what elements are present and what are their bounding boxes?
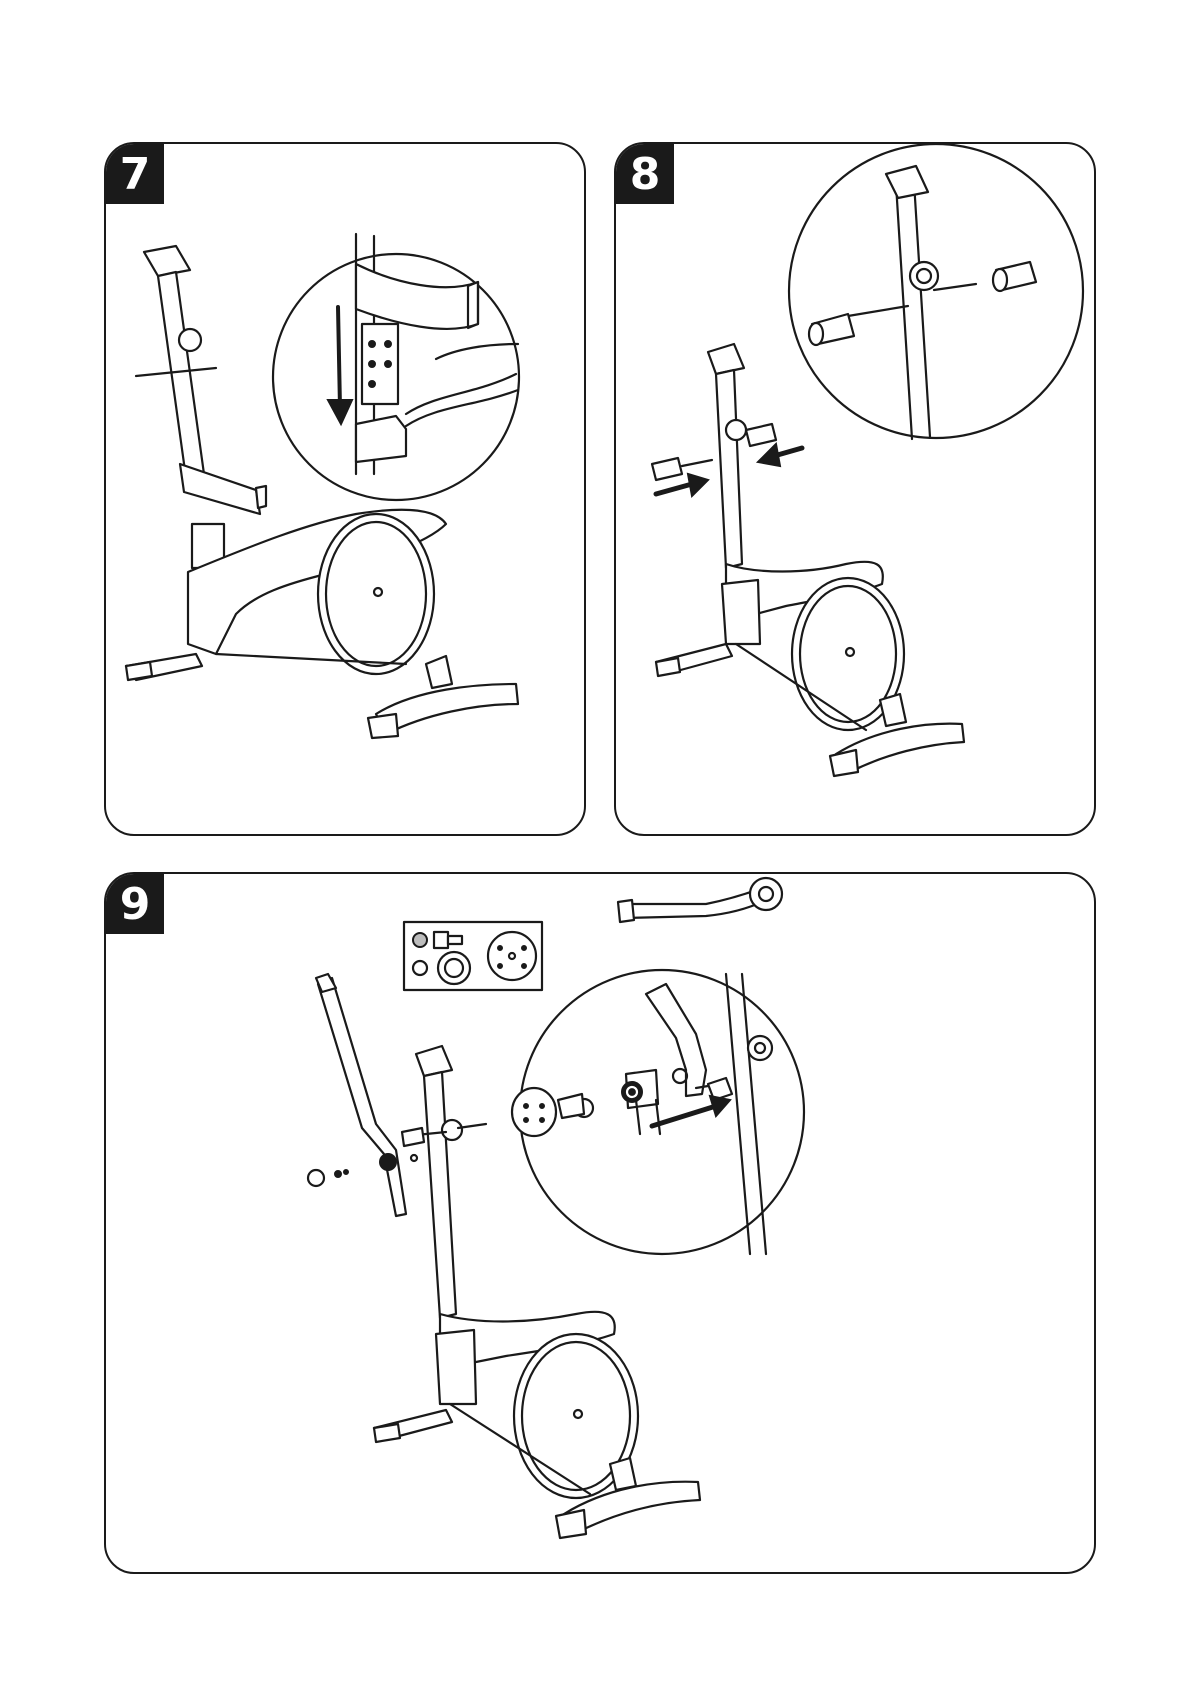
step-8-illustration [616,144,1094,834]
handlebar-part [308,974,417,1216]
step-7-illustration [106,144,584,834]
step-9-panel: 9 [104,872,1096,1574]
step-7-detail-circle [273,234,519,500]
step-9-detail-circle [512,970,804,1254]
hardware-box [404,922,542,990]
step-9-illustration [106,874,1094,1572]
pedal-arm [618,878,782,922]
step-7-panel: 7 [104,142,586,836]
step-8-detail-circle [789,144,1083,439]
step-8-panel: 8 [614,142,1096,836]
step-8-bike [656,344,964,776]
